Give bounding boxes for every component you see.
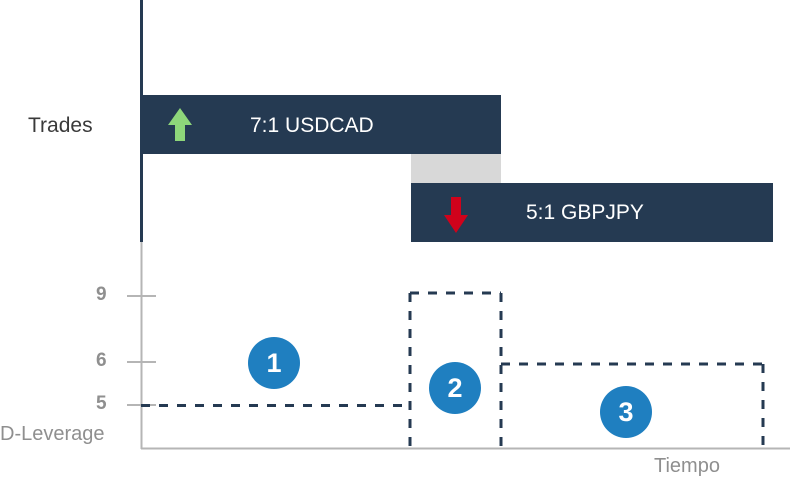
trade-label-gbpjpy: 5:1 GBPJPY <box>526 201 644 224</box>
leverage-dashed-outline <box>141 291 765 449</box>
phase-badge-1: 1 <box>248 337 300 389</box>
tick-label-9: 9 <box>96 284 107 305</box>
tick-label-6: 6 <box>96 350 107 371</box>
phase-badge-3: 3 <box>600 386 652 438</box>
tick-label-5: 5 <box>96 393 107 414</box>
phase-badge-2: 2 <box>429 362 481 414</box>
y-axis-label: D-Leverage <box>0 423 105 445</box>
arrow-down-icon <box>444 197 468 233</box>
trade-bar-usdcad <box>141 95 501 154</box>
trades-row-label: Trades <box>28 114 93 137</box>
trade-overlap-zone <box>411 154 501 183</box>
trade-label-usdcad: 7:1 USDCAD <box>250 114 374 137</box>
arrow-up-icon <box>168 108 192 141</box>
x-axis-label: Tiempo <box>654 455 720 477</box>
trade-bar-gbpjpy <box>411 183 773 242</box>
